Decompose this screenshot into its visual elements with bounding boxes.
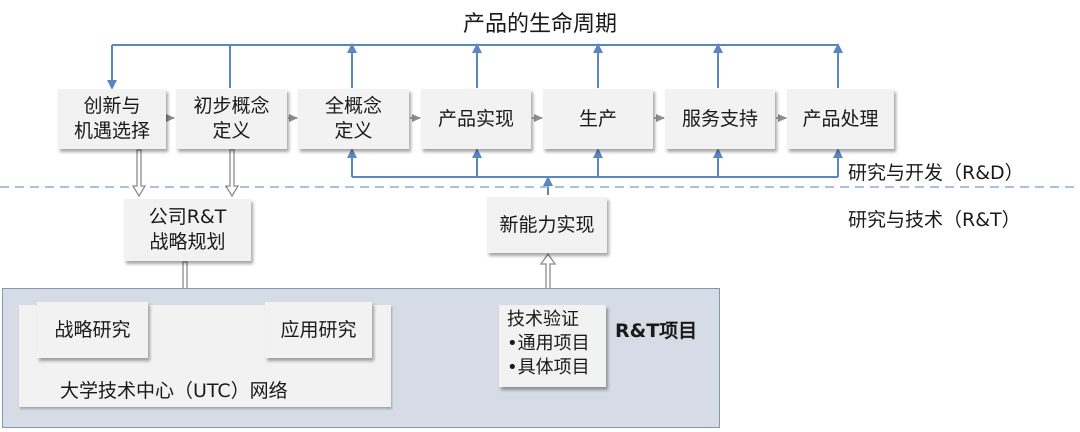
box-product-realization-label: 产品实现 (437, 107, 514, 130)
tech-validation-item-specific: •具体项目 (507, 357, 590, 378)
diagram-title: 产品的生命周期 (462, 12, 617, 37)
top-feedback-bus (107, 43, 843, 90)
box-service-support: 服务支持 (665, 89, 775, 149)
utc-network-label: 大学技术中心（UTC）网络 (60, 380, 288, 402)
box-rt-strategy-planning-label: 公司R&T 战略规划 (148, 206, 227, 253)
box-innovation-opportunity: 创新与 机遇选择 (58, 89, 166, 149)
rt-project-label: R&T项目 (615, 320, 698, 342)
rd-label: 研究与开发（R&D） (848, 162, 1024, 184)
box-preliminary-concept-label: 初步概念 定义 (193, 95, 270, 142)
box-product-disposal: 产品处理 (787, 89, 894, 149)
box-applied-research: 应用研究 (265, 302, 372, 358)
box-full-concept: 全概念 定义 (298, 89, 409, 149)
tech-validation-item-general: •通用项目 (507, 333, 590, 354)
box-full-concept-label: 全概念 定义 (324, 95, 382, 142)
tech-validation-title: 技术验证 (507, 309, 579, 330)
box-service-support-label: 服务支持 (681, 107, 758, 130)
box-product-realization: 产品实现 (421, 89, 531, 149)
box-strategic-research: 战略研究 (37, 302, 148, 358)
box-applied-research-label: 应用研究 (280, 318, 357, 341)
box-new-capability-label: 新能力实现 (499, 213, 595, 236)
box-preliminary-concept: 初步概念 定义 (176, 89, 287, 149)
box-product-disposal-label: 产品处理 (802, 107, 879, 130)
box-strategic-research-label: 战略研究 (54, 318, 131, 341)
bottom-distribution-bus (347, 148, 843, 195)
box-tech-validation: 技术验证 •通用项目 •具体项目 (499, 305, 606, 387)
rt-label: 研究与技术（R&T） (848, 209, 1021, 231)
box-rt-strategy-planning: 公司R&T 战略规划 (124, 199, 251, 261)
box-new-capability: 新能力实现 (487, 197, 607, 253)
box-innovation-opportunity-label: 创新与 机遇选择 (73, 95, 150, 142)
box-production: 生产 (543, 89, 653, 149)
box-production-label: 生产 (578, 107, 617, 130)
